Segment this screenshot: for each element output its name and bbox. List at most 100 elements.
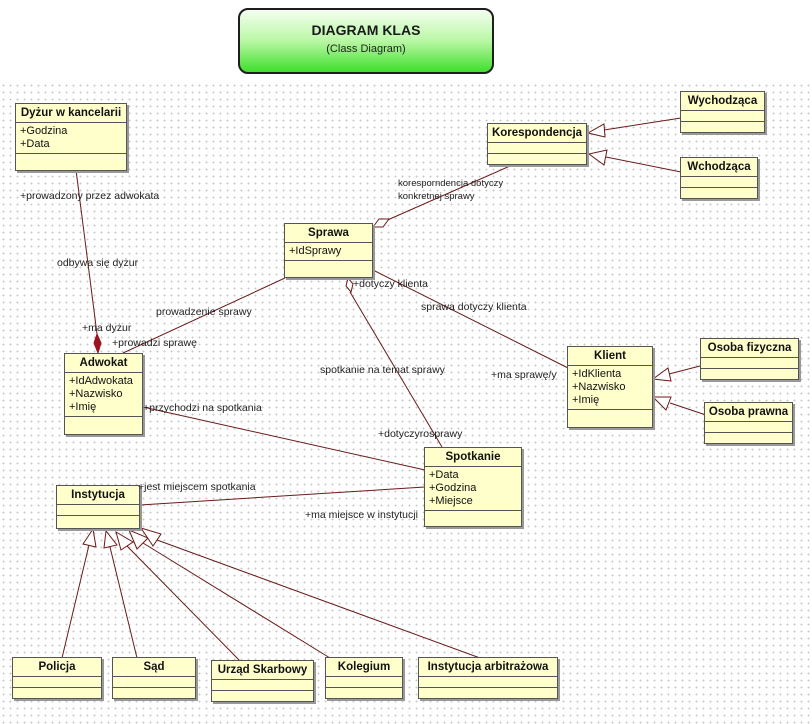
class-urzad-skarbowy[interactable]: Urząd Skarbowy xyxy=(211,660,314,702)
attribute: +Nazwisko xyxy=(69,388,123,400)
class-wychodzaca[interactable]: Wychodząca xyxy=(680,91,765,133)
gen-kolegium xyxy=(142,542,331,659)
class-operations xyxy=(212,691,313,699)
label-sprawa-dotyczy-klienta: sprawa dotyczy klienta xyxy=(421,301,527,313)
class-wchodzaca[interactable]: Wchodząca xyxy=(680,157,758,199)
assoc-sprawa-klient xyxy=(372,269,569,369)
class-attributes xyxy=(681,111,764,122)
class-operations xyxy=(701,369,798,377)
class-sad[interactable]: Sąd xyxy=(112,657,196,699)
gen-arrow-instytucja-4 xyxy=(128,529,149,550)
class-attributes xyxy=(326,677,402,688)
label-prowadzony-przez-adwokata: +prowadzony przez adwokata xyxy=(20,190,160,202)
class-osoba-fizyczna[interactable]: Osoba fizyczna xyxy=(700,338,799,380)
gen-arbitraz xyxy=(156,539,481,659)
aggregation-diamond xyxy=(372,218,390,228)
attribute: +Godzina xyxy=(20,125,68,137)
class-dyzur-w-kancelarii[interactable]: Dyżur w kancelarii +Godzina +Data xyxy=(15,103,127,171)
gen-wychodzaca xyxy=(603,117,682,131)
class-operations xyxy=(681,122,764,130)
class-attributes: +Data +Godzina +Miejsce xyxy=(425,467,521,511)
label-korespondencja-line1: koresporndencja dotyczy xyxy=(398,178,504,189)
diagram-subtitle: (Class Diagram) xyxy=(326,43,406,55)
label-ma-sprawe: +ma sprawę/y xyxy=(491,369,557,381)
class-korespondencja[interactable]: Korespondencja xyxy=(487,123,587,165)
attribute: +Data xyxy=(20,138,50,150)
class-name: Instytucja arbitrażowa xyxy=(419,658,557,677)
class-osoba-prawna[interactable]: Osoba prawna xyxy=(704,402,793,444)
class-instytucja[interactable]: Instytucja xyxy=(56,485,140,529)
gen-sad xyxy=(109,546,138,659)
class-name: Wchodząca xyxy=(681,158,757,177)
label-dotyczy-klienta: +dotyczy klienta xyxy=(353,278,428,290)
class-sprawa[interactable]: Sprawa +IdSprawy xyxy=(284,223,373,278)
composition-diamond xyxy=(93,332,102,355)
class-attributes: +IdSprawy xyxy=(285,243,372,261)
gen-osoba-fizyczna xyxy=(668,365,701,375)
attribute: +IdAdwokata xyxy=(69,375,133,387)
class-attributes xyxy=(113,677,195,688)
class-spotkanie[interactable]: Spotkanie +Data +Godzina +Miejsce xyxy=(424,447,522,527)
attribute: +Miejsce xyxy=(429,495,473,507)
class-klient[interactable]: Klient +IdKlienta +Nazwisko +Imię xyxy=(567,346,653,428)
class-attributes xyxy=(681,177,757,188)
class-kolegium[interactable]: Kolegium xyxy=(325,657,403,699)
class-operations xyxy=(16,154,126,162)
gen-arrow-instytucja-2 xyxy=(103,529,118,549)
class-name: Spotkanie xyxy=(425,448,521,467)
class-attributes: +IdAdwokata +Nazwisko +Imię xyxy=(65,373,142,417)
gen-arrow-korespondencja-2 xyxy=(587,149,608,166)
class-operations xyxy=(285,261,372,269)
class-operations xyxy=(326,688,402,696)
label-przychodzi-na-spotkania: +przychodzi na spotkania xyxy=(143,402,262,414)
assoc-instytucja-spotkanie xyxy=(139,486,426,506)
attribute: +Nazwisko xyxy=(572,381,626,393)
class-operations xyxy=(113,688,195,696)
class-name: Sąd xyxy=(113,658,195,677)
class-operations xyxy=(13,688,101,696)
gen-policja xyxy=(61,544,90,659)
assoc-sprawa-korespondencja xyxy=(382,165,511,223)
label-prowadzi-sprawe: +prowadzi sprawę xyxy=(112,337,197,349)
class-name: Adwokat xyxy=(65,354,142,373)
class-operations xyxy=(65,417,142,425)
class-name: Wychodząca xyxy=(681,92,764,111)
attribute: +Godzina xyxy=(429,482,477,494)
assoc-adwokat-sprawa xyxy=(122,277,286,354)
gen-arrow-klient-1 xyxy=(651,367,672,382)
class-name: Klient xyxy=(568,347,652,366)
class-name: Korespondencja xyxy=(488,124,586,143)
class-name: Kolegium xyxy=(326,658,402,677)
class-policja[interactable]: Policja xyxy=(12,657,102,699)
aggregation-diamond-2 xyxy=(345,276,354,294)
class-attributes xyxy=(13,677,101,688)
gen-arrow-instytucja-3 xyxy=(115,530,134,551)
class-name: Sprawa xyxy=(285,224,372,243)
class-operations xyxy=(568,410,652,418)
class-operations xyxy=(57,516,139,524)
class-name: Instytucja xyxy=(57,486,139,505)
attribute: +Imię xyxy=(572,394,600,406)
assoc-dyzur-adwokat xyxy=(75,169,98,335)
class-attributes xyxy=(701,358,798,369)
gen-arrow-klient-2 xyxy=(651,396,672,411)
class-attributes xyxy=(57,505,139,516)
class-operations xyxy=(488,154,586,162)
class-instytucja-arbitrazowa[interactable]: Instytucja arbitrażowa xyxy=(418,657,558,699)
class-name: Dyżur w kancelarii xyxy=(16,104,126,123)
attribute: +IdKlienta xyxy=(572,368,622,380)
label-ma-miejsce-w-instytucji: +ma miejsce w instytucji xyxy=(305,509,418,521)
gen-arrow-instytucja-1 xyxy=(82,527,97,548)
class-attributes: +IdKlienta +Nazwisko +Imię xyxy=(568,366,652,410)
gen-wchodzaca xyxy=(605,156,682,173)
class-adwokat[interactable]: Adwokat +IdAdwokata +Nazwisko +Imię xyxy=(64,353,143,435)
class-attributes xyxy=(212,680,313,691)
class-operations xyxy=(425,511,521,519)
class-operations xyxy=(705,433,792,441)
label-prowadzenie-sprawy: prowadzenie sprawy xyxy=(156,306,252,318)
class-name: Osoba fizyczna xyxy=(701,339,798,358)
label-odbywa-sie-dyzur: odbywa się dyżur xyxy=(57,257,139,269)
class-attributes xyxy=(419,677,557,688)
class-name: Osoba prawna xyxy=(705,403,792,422)
